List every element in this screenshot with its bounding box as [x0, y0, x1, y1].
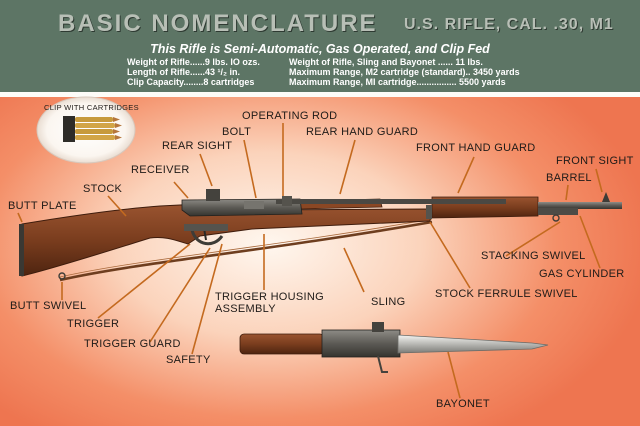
label-trigger-housing: TRIGGER HOUSING [215, 291, 325, 303]
label-stock: STOCK [83, 183, 123, 195]
spec-clip-capacity: Clip Capacity........8 cartridges [127, 77, 255, 87]
gas-cylinder [538, 208, 578, 215]
rear-sight [206, 189, 220, 201]
label-bayonet: BAYONET [436, 398, 490, 410]
poster-subtitle: U.S. RIFLE, CAL. .30, M1 [404, 16, 614, 33]
operating-rod [276, 199, 506, 204]
rifle-stock [21, 203, 433, 277]
label-operating-rod: OPERATING ROD [242, 110, 338, 122]
label-front-sight: FRONT SIGHT [556, 155, 634, 167]
trigger-guard [190, 229, 224, 246]
trigger-housing [184, 224, 228, 231]
butt-plate [19, 224, 24, 276]
label-gas-cylinder: GAS CYLINDER [539, 268, 625, 280]
label-assembly: ASSEMBLY [215, 303, 276, 315]
clip-inset [36, 96, 136, 164]
label-clip-with-cartridges: CLIP WITH CARTRIDGES [44, 103, 139, 112]
label-trigger-guard: TRIGGER GUARD [84, 338, 181, 350]
poster-title: BASIC NOMENCLATURE [58, 10, 378, 37]
bolt [244, 201, 264, 209]
header-banner: BASIC NOMENCLATURE U.S. RIFLE, CAL. .30,… [0, 0, 640, 92]
front-sight [602, 192, 610, 202]
label-rear-sight: REAR SIGHT [162, 140, 233, 152]
spec-range-m2: Maximum Range, M2 cartridge (standard)..… [289, 67, 520, 77]
spec-weight-full: Weight of Rifle, Sling and Bayonet .....… [289, 57, 483, 67]
label-sling: SLING [371, 296, 406, 308]
stacking-swivel [552, 214, 560, 222]
label-front-hand-guard: FRONT HAND GUARD [416, 142, 536, 154]
label-rear-hand-guard: REAR HAND GUARD [306, 126, 419, 138]
poster-tagline: This Rifle is Semi-Automatic, Gas Operat… [150, 42, 490, 56]
label-receiver: RECEIVER [131, 164, 190, 176]
label-stacking-swivel: STACKING SWIVEL [481, 250, 586, 262]
label-trigger: TRIGGER [67, 318, 120, 330]
label-bolt: BOLT [222, 126, 252, 138]
label-safety: SAFETY [166, 354, 211, 366]
clip-cartridges-icon [63, 116, 122, 142]
spec-range-m1: Maximum Range, MI cartridge.............… [289, 77, 506, 87]
stock-ferrule-swivel [426, 205, 432, 219]
sling [59, 220, 433, 282]
leader-lines [17, 123, 603, 399]
bayonet [239, 322, 549, 373]
label-butt-swivel: BUTT SWIVEL [10, 300, 87, 312]
barrel [538, 202, 622, 209]
label-butt-plate: BUTT PLATE [8, 200, 77, 212]
label-barrel: BARREL [546, 172, 592, 184]
label-stock-ferrule-swivel: STOCK FERRULE SWIVEL [435, 288, 578, 300]
spec-weight: Weight of Rifle......9 lbs. IO ozs. [127, 57, 260, 67]
spec-length: Length of Rifle......43 ¹/₂ in. [127, 67, 241, 77]
butt-swivel [58, 272, 66, 280]
